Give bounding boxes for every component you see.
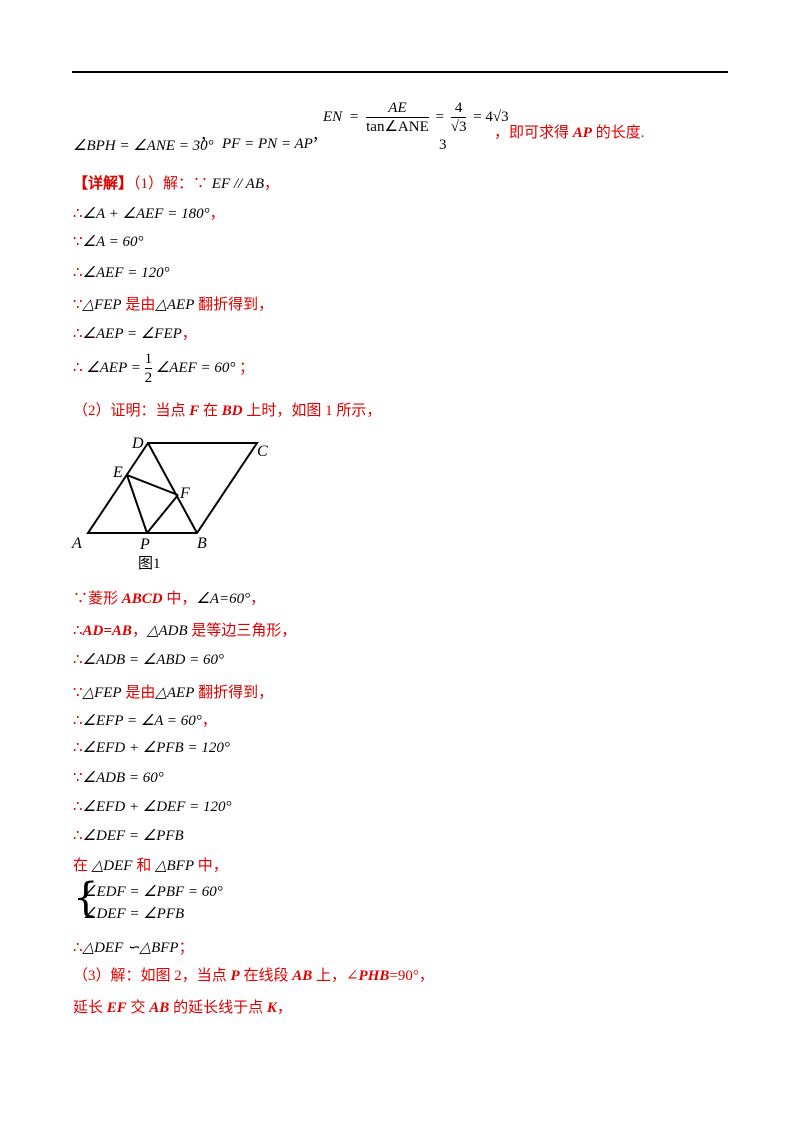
rhombus-abcd bbox=[86, 442, 259, 534]
proof-line: ∵∠ADB = 60° bbox=[73, 770, 164, 786]
proof-line: ∴∠DEF = ∠PFB bbox=[73, 828, 184, 844]
fraction-4-sqrt3: 4 √3 bbox=[450, 100, 467, 135]
proof-line: ∴AD=AB，△ADB 是等边三角形， bbox=[73, 623, 297, 639]
figure-caption: 图1 bbox=[138, 555, 161, 572]
proof-line: ∴∠AEF = 120° bbox=[73, 265, 170, 281]
proof-line: ∴∠EFD + ∠DEF = 120° bbox=[73, 799, 232, 815]
proof-line: ∵∠A = 60° bbox=[73, 234, 144, 250]
top-tail: ，即可求得 AP 的长度. bbox=[494, 125, 645, 141]
part2-in-line: 在 △DEF 和 △BFP 中， bbox=[73, 858, 228, 874]
part2-intro: （2）证明：当点 F 在 BD 上时，如图 1 所示， bbox=[73, 403, 382, 419]
part2-conclusion: ∴△DEF ∽△BFP； bbox=[73, 940, 194, 956]
top-line2: ∠BPH = ∠ANE = 30° bbox=[73, 138, 214, 154]
segment-ep bbox=[126, 474, 148, 534]
diagonal-bd bbox=[147, 442, 198, 534]
label-e: E bbox=[112, 464, 123, 481]
part1-last-line: ∴ ∠AEP = 1 2 ∠AEF = 60° ； bbox=[73, 351, 255, 386]
label-p: P bbox=[139, 536, 150, 553]
top-formula: EN = AE tan∠ANE = 4 √3 = 4√3 bbox=[323, 100, 509, 135]
proof-line: ∵△FEP 是由△AEP 翻折得到， bbox=[73, 685, 274, 701]
en-lhs: EN bbox=[323, 108, 343, 125]
top-comma-1: ， bbox=[200, 128, 216, 144]
fraction-ae-tan: AE tan∠ANE bbox=[366, 100, 429, 135]
top-pf-pn: PF = PN = AP bbox=[222, 136, 313, 152]
proof-line: ∴∠EFD + ∠PFB = 120° bbox=[73, 740, 230, 756]
proof-line: ∴∠A + ∠AEF = 180°， bbox=[73, 206, 225, 222]
proof-line: ∴∠AEP = ∠FEP， bbox=[73, 326, 197, 342]
proof-line: ∴∠ADB = ∠ABD = 60° bbox=[73, 652, 224, 668]
detail-heading: 【详解】（1）解：∵ EF // AB， bbox=[73, 176, 280, 192]
part3-intro: （3）解：如图 2，当点 P 在线段 AB 上，∠PHB=90°， bbox=[73, 968, 434, 984]
proof-line: ∵△FEP 是由△AEP 翻折得到， bbox=[73, 297, 274, 313]
top-comma-2: ， bbox=[312, 128, 328, 144]
segment-ef bbox=[126, 474, 179, 496]
label-c: C bbox=[257, 443, 268, 460]
label-b: B bbox=[197, 535, 207, 552]
frac-subscript-3: 3 bbox=[439, 137, 447, 153]
segment-fp bbox=[146, 494, 179, 534]
part3-line2: 延长 EF 交 AB 的延长线于点 K， bbox=[73, 1000, 292, 1016]
label-a: A bbox=[71, 535, 82, 552]
label-d: D bbox=[131, 435, 144, 452]
label-f: F bbox=[179, 485, 190, 502]
figure-1-rhombus: A B C D E F P 图1 bbox=[71, 435, 268, 572]
header-rule bbox=[72, 71, 728, 73]
proof-line: ∵菱形 ABCD 中，∠A=60°， bbox=[73, 591, 266, 607]
proof-line: ∴∠EFP = ∠A = 60°， bbox=[73, 713, 217, 729]
